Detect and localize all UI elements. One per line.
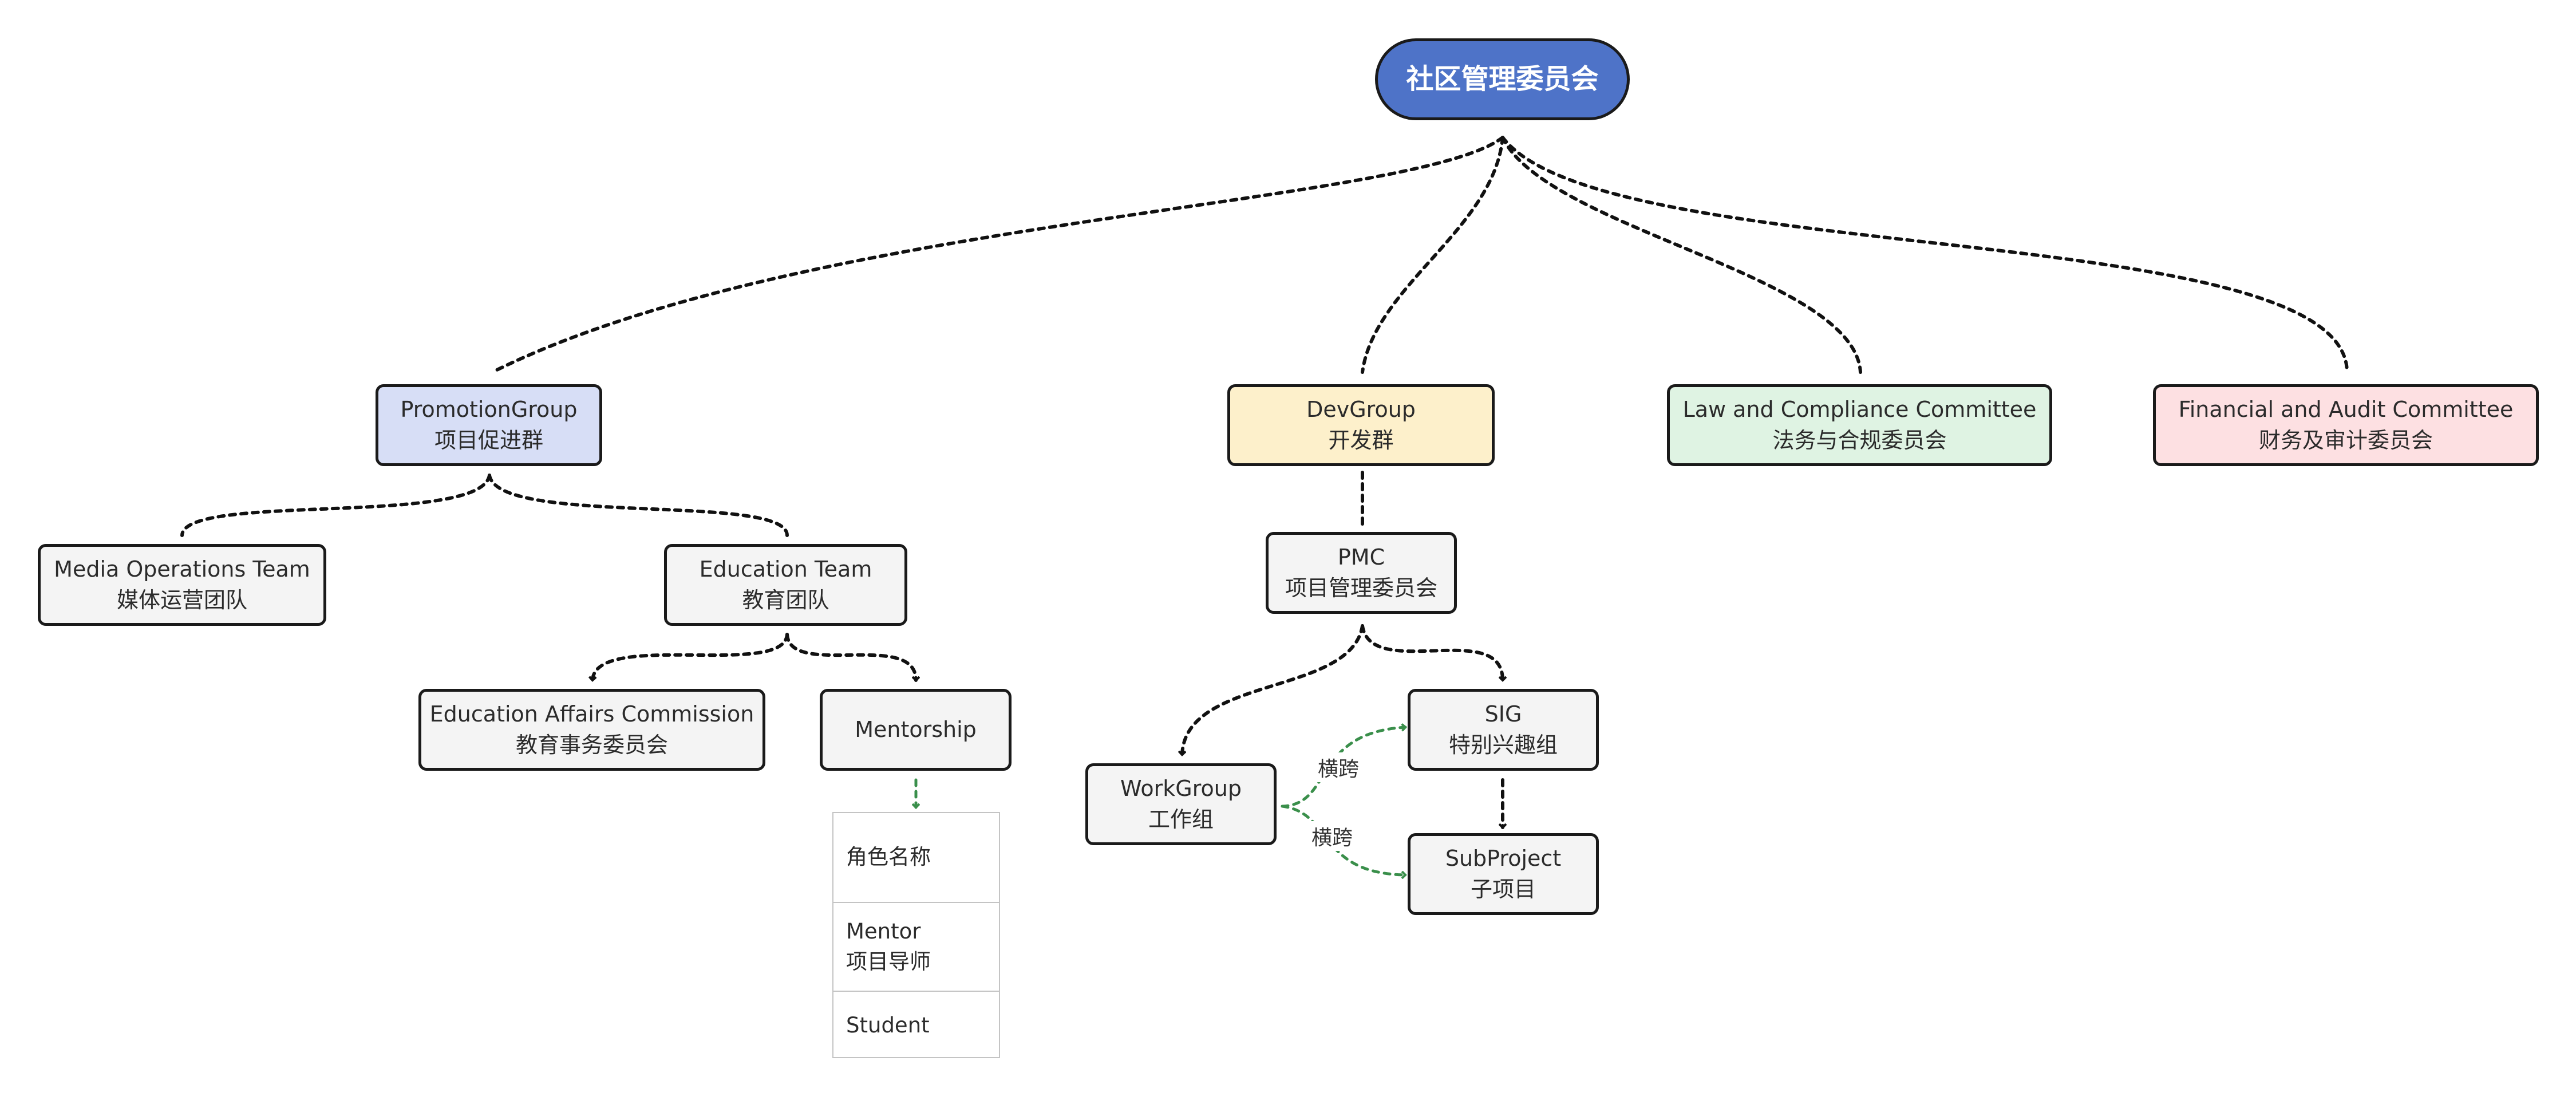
edge-root-law	[1501, 136, 1862, 374]
root-label: 社区管理委员会	[1406, 63, 1599, 96]
promotion-group-node[interactable]: PromotionGroup 项目促进群	[376, 384, 602, 466]
law-committee-node[interactable]: Law and Compliance Committee 法务与合规委员会	[1667, 384, 2052, 466]
workgroup-node[interactable]: WorkGroup 工作组	[1085, 763, 1277, 845]
finance-committee-node[interactable]: Financial and Audit Committee 财务及审计委员会	[2153, 384, 2539, 466]
role-mentor-zh: 项目导师	[846, 949, 931, 974]
finance-committee-en: Financial and Audit Committee	[2178, 396, 2514, 422]
dev-group-node[interactable]: DevGroup 开发群	[1227, 384, 1495, 466]
cross-link-label-sig: 横跨	[1315, 752, 1362, 782]
role-mentor-en: Mentor	[846, 918, 921, 944]
cross-link-label-subproject: 横跨	[1309, 821, 1356, 851]
edge-pmc-workgroup	[1182, 624, 1364, 756]
pmc-node[interactable]: PMC 项目管理委员会	[1266, 532, 1457, 614]
role-row-header: 角色名称	[833, 813, 999, 902]
edge-root-promotion	[491, 136, 1504, 374]
promotion-group-en: PromotionGroup	[400, 396, 578, 422]
workgroup-zh: 工作组	[1148, 806, 1214, 832]
workgroup-en: WorkGroup	[1120, 775, 1242, 801]
media-team-node[interactable]: Media Operations Team 媒体运营团队	[38, 544, 326, 626]
mentorship-roles-table: 角色名称 Mentor 项目导师 Student	[832, 812, 1000, 1058]
edge-root-dev	[1361, 136, 1504, 374]
sig-en: SIG	[1484, 701, 1522, 727]
subproject-en: SubProject	[1445, 845, 1562, 871]
mentorship-en: Mentorship	[855, 716, 977, 742]
pmc-zh: 项目管理委员会	[1285, 575, 1437, 601]
edge-education-affairs	[592, 633, 789, 682]
pmc-en: PMC	[1337, 544, 1385, 570]
dev-group-en: DevGroup	[1306, 396, 1416, 422]
law-committee-zh: 法务与合规委员会	[1772, 427, 1947, 453]
dev-group-zh: 开发群	[1328, 427, 1394, 453]
promotion-group-zh: 项目促进群	[434, 427, 543, 453]
subproject-zh: 子项目	[1470, 876, 1536, 902]
subproject-node[interactable]: SubProject 子项目	[1408, 833, 1599, 915]
role-student-label: Student	[846, 1012, 930, 1038]
education-affairs-zh: 教育事务委员会	[515, 732, 668, 758]
mentorship-node[interactable]: Mentorship	[820, 689, 1012, 771]
finance-committee-zh: 财务及审计委员会	[2258, 427, 2433, 453]
sig-zh: 特别兴趣组	[1448, 732, 1558, 758]
sig-node[interactable]: SIG 特别兴趣组	[1408, 689, 1599, 771]
education-team-en: Education Team	[699, 556, 872, 582]
edge-education-mentorship	[785, 633, 916, 682]
edge-promotion-media	[180, 474, 491, 537]
media-team-en: Media Operations Team	[54, 556, 310, 582]
role-row-student: Student	[833, 991, 999, 1059]
education-affairs-node[interactable]: Education Affairs Commission 教育事务委员会	[418, 689, 765, 771]
root-node[interactable]: 社区管理委员会	[1375, 38, 1630, 120]
role-header-label: 角色名称	[846, 845, 931, 870]
education-team-zh: 教育团队	[742, 587, 829, 613]
education-team-node[interactable]: Education Team 教育团队	[664, 544, 907, 626]
education-affairs-en: Education Affairs Commission	[429, 701, 754, 727]
media-team-zh: 媒体运营团队	[116, 587, 247, 613]
edge-pmc-sig	[1361, 624, 1503, 682]
edge-promotion-education	[488, 474, 789, 537]
edge-root-finance	[1501, 136, 2349, 374]
law-committee-en: Law and Compliance Committee	[1682, 396, 2037, 422]
role-row-mentor: Mentor 项目导师	[833, 902, 999, 991]
